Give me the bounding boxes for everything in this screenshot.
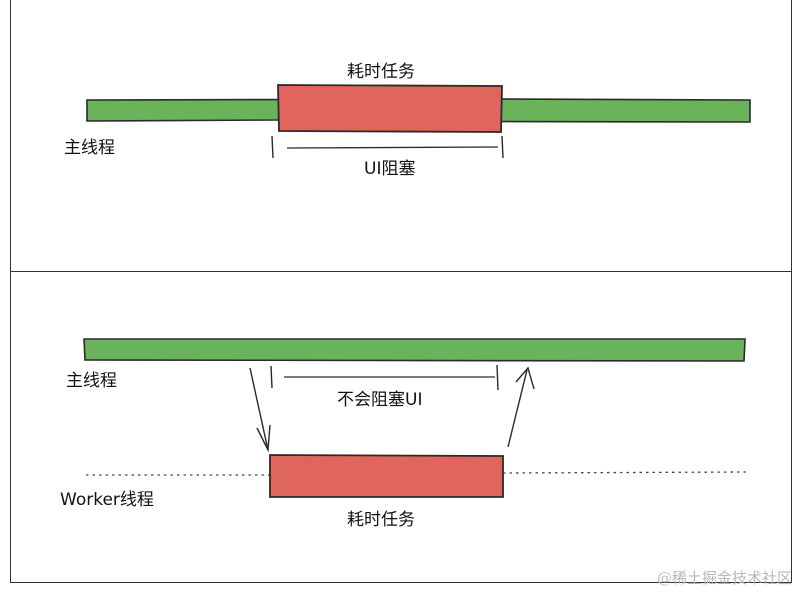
main-thread-bar-top-right (499, 98, 751, 123)
worker-thread-label: Worker线程 (60, 490, 154, 510)
main-thread-bar-top (86, 98, 281, 122)
top-panel (10, 0, 792, 272)
long-task-block-worker (269, 454, 504, 498)
non-blocking-span-tick-right (496, 364, 499, 391)
long-task-block-top (277, 84, 503, 133)
return-arrow (507, 369, 528, 448)
dispatch-arrow (249, 367, 269, 451)
blocking-span-line (286, 146, 499, 149)
worker-thread-dotted-line-right (502, 471, 749, 474)
blocking-span-tick-right (501, 135, 504, 159)
watermark: @稀土掘金技术社区 (656, 569, 792, 587)
non-blocking-span-tick-left (270, 365, 273, 389)
main-thread-bar-bottom (83, 338, 746, 362)
dispatch-arrow-head (256, 424, 271, 453)
main-thread-label-bottom: 主线程 (66, 371, 117, 391)
non-blocking-label: 不会阻塞UI (337, 390, 423, 410)
bottom-panel (10, 271, 792, 583)
return-arrow-head (515, 366, 535, 390)
long-task-label-top: 耗时任务 (347, 62, 415, 82)
ui-blocking-label: UI阻塞 (364, 159, 416, 179)
long-task-label-bottom: 耗时任务 (347, 510, 415, 530)
blocking-span-tick-left (271, 135, 274, 159)
main-thread-label-top: 主线程 (64, 138, 115, 158)
